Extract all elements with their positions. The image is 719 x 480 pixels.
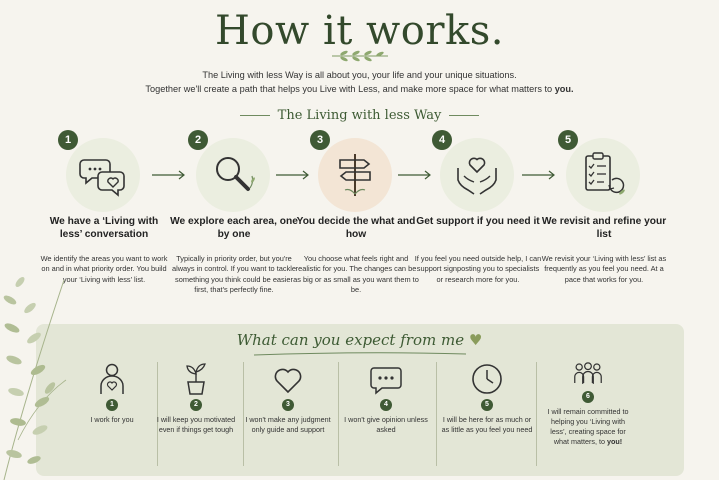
heart-icon: ♥ xyxy=(468,331,483,349)
step-icon-circle xyxy=(440,138,514,212)
arrow-right-icon xyxy=(522,170,555,180)
step-title: You decide the what and how xyxy=(296,216,416,240)
expect-item-2: 2 I will keep you motivated even if thin… xyxy=(150,358,242,435)
signpost-icon xyxy=(339,154,371,196)
intro-text: The Living with less Way is all about yo… xyxy=(0,68,719,96)
divider xyxy=(436,362,437,466)
sprig-icon xyxy=(332,50,388,62)
step-text: If you feel you need outside help, I can… xyxy=(414,254,542,284)
intro-line-1: The Living with less Way is all about yo… xyxy=(202,70,517,80)
page-title: How it works. xyxy=(215,8,504,54)
divider xyxy=(243,362,244,466)
step-title: We explore each area, one by one xyxy=(170,216,298,240)
checklist-refresh-icon xyxy=(585,152,625,195)
underline-stroke xyxy=(253,352,467,356)
expect-item-text: I won't give opinion unless asked xyxy=(344,415,428,434)
clock-icon xyxy=(472,364,502,394)
expect-panel xyxy=(36,324,684,476)
step-number: 1 xyxy=(58,130,78,150)
step-text: We identify the areas you want to work o… xyxy=(40,254,168,284)
step-icon-circle xyxy=(196,138,270,212)
step-text: We revisit your ‘Living with less’ list … xyxy=(541,254,667,284)
step-text: Typically in priority order, but you're … xyxy=(171,254,297,295)
expect-heading: What can you expect from me ♥ xyxy=(236,331,483,349)
step-number: 3 xyxy=(310,130,330,150)
step-title: Get support if you need it xyxy=(416,216,540,227)
intro-line-2: Together we'll create a path that helps … xyxy=(145,84,574,94)
step-icon-circle xyxy=(566,138,640,212)
plant-pot-icon xyxy=(186,363,206,395)
expect-item-text: I won't make any judgment only guide and… xyxy=(245,415,331,434)
expect-item-1: 1 I work for you xyxy=(66,358,158,425)
step-text: You choose what feels right and realisti… xyxy=(293,254,419,295)
chat-bubbles-heart-icon xyxy=(79,159,125,197)
step-number: 4 xyxy=(432,130,452,150)
step-title: We have a ‘Living with less’ conversatio… xyxy=(49,216,159,240)
step-title: We revisit and refine your list xyxy=(541,216,667,240)
expect-item-6: 6 I will remain committed to helping you… xyxy=(542,358,634,447)
divider xyxy=(338,362,339,466)
arrow-right-icon xyxy=(398,170,431,180)
heart-outline-icon xyxy=(274,368,302,394)
expect-item-text: I will remain committed to helping you ‘… xyxy=(547,407,629,446)
expect-item-text: I will keep you motivated even if things… xyxy=(156,415,236,434)
arrow-right-icon xyxy=(276,170,309,180)
speech-bubble-icon xyxy=(370,367,402,395)
expect-item-4: 4 I won't give opinion unless asked xyxy=(340,358,432,435)
step-number: 5 xyxy=(558,130,578,150)
hands-heart-icon xyxy=(457,157,497,195)
expect-item-text: I work for you xyxy=(90,415,134,424)
person-heart-icon xyxy=(100,363,124,394)
group-people-icon xyxy=(574,362,602,384)
leaves-decoration-icon xyxy=(3,277,67,480)
arrow-right-icon xyxy=(152,170,185,180)
way-heading: The Living with less Way xyxy=(0,108,719,123)
expect-item-5: 5 I will be here for as much or as littl… xyxy=(441,358,533,435)
expect-item-3: 3 I won't make any judgment only guide a… xyxy=(242,358,334,435)
step-number: 2 xyxy=(188,130,208,150)
divider xyxy=(157,362,158,466)
expect-item-text: I will be here for as much or as little … xyxy=(441,415,533,434)
divider xyxy=(536,362,537,466)
magnifying-glass-icon xyxy=(216,157,255,191)
